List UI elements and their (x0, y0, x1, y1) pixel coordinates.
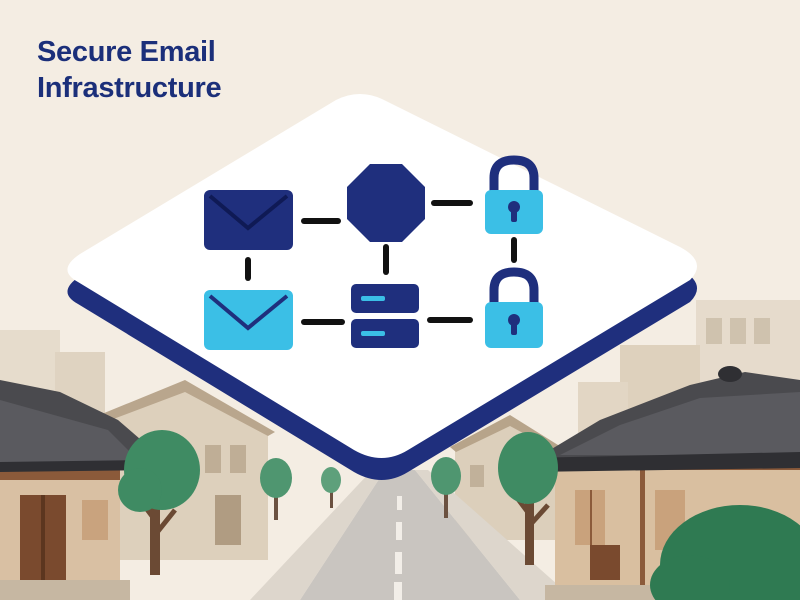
tree-trunk (330, 488, 333, 508)
envelope-flap (208, 194, 289, 231)
window (754, 318, 770, 344)
road-marking (397, 496, 402, 510)
tree-trunk (274, 490, 278, 520)
door-split (41, 495, 45, 580)
hanok-roof-tiles (0, 400, 140, 462)
roof-ornament (718, 366, 742, 382)
window-frame (590, 490, 592, 545)
lock-shackle (489, 155, 539, 192)
tree-trunk (150, 480, 160, 575)
tree (321, 467, 341, 493)
page-title: Secure Email Infrastructure (37, 34, 222, 106)
padlock-icon (485, 155, 543, 234)
house-roof (92, 380, 275, 436)
road (300, 470, 520, 600)
road-marking (395, 552, 402, 574)
keyhole-slot (511, 321, 517, 335)
octagon-icon (347, 164, 425, 242)
hanok-pillar (640, 470, 645, 585)
octagon-shape (347, 164, 425, 242)
tree (260, 458, 292, 498)
envelope-body (204, 290, 293, 350)
tree (498, 432, 558, 504)
keyhole-slot (511, 208, 517, 222)
window (730, 318, 746, 344)
bush (650, 555, 730, 600)
window (706, 318, 722, 344)
server-icon (351, 284, 419, 348)
window (205, 445, 221, 473)
server-light (361, 296, 385, 301)
hanok-roof-tiles (560, 392, 800, 455)
platform-top (67, 94, 698, 458)
stone-base (0, 580, 130, 600)
title-line-1: Secure Email (37, 36, 216, 68)
tree (118, 468, 162, 512)
village-background (0, 300, 800, 600)
road-marking (394, 582, 402, 600)
envelope-flap (208, 294, 289, 331)
window (230, 445, 246, 473)
lock-shackle (489, 267, 539, 304)
hanok-door (590, 545, 620, 580)
title-line-2: Infrastructure (37, 72, 222, 104)
window (82, 500, 108, 540)
envelope-icon (204, 290, 293, 350)
sidewalk (250, 470, 385, 600)
door (215, 495, 241, 545)
tree (431, 457, 461, 495)
hanok-eave (525, 452, 800, 472)
envelope-body (204, 190, 293, 250)
road-marking (396, 522, 402, 540)
connectors (245, 200, 517, 325)
padlock-icon (485, 267, 543, 348)
window (470, 465, 484, 487)
hanok-eave (0, 460, 156, 472)
tree-trunk (444, 488, 448, 518)
sidewalk (415, 470, 575, 600)
envelope-icon (204, 190, 293, 250)
hanok-beam (0, 470, 120, 480)
server-light (361, 331, 385, 336)
